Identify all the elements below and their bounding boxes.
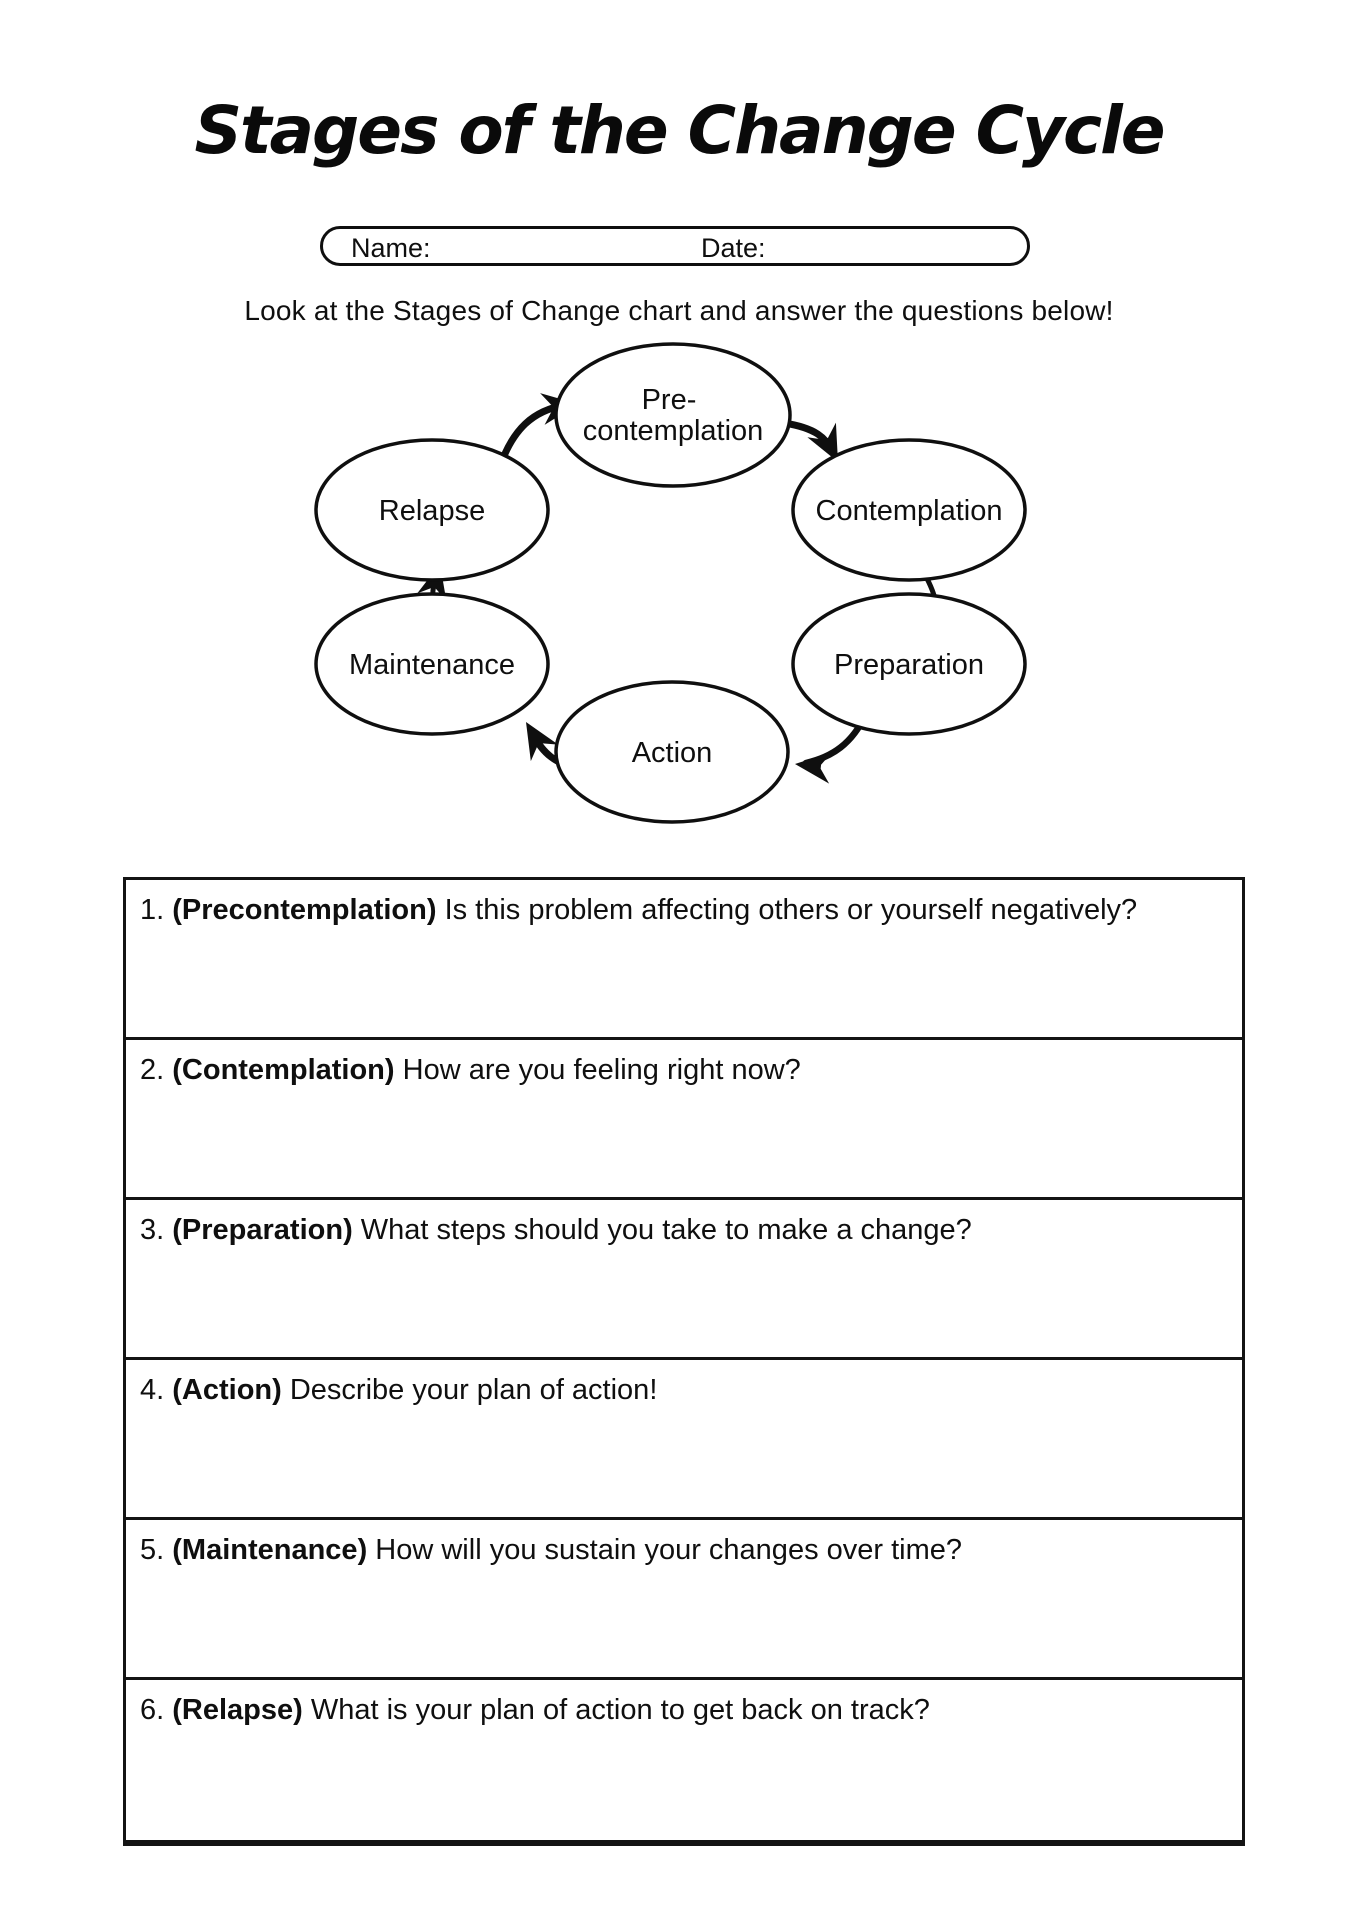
question-number: 2. — [140, 1054, 165, 1086]
question-text: How are you feeling right now? — [402, 1054, 801, 1086]
question-stage: (Contemplation) — [172, 1054, 395, 1086]
question-stage: (Precontemplation) — [172, 894, 437, 926]
question-text: What steps should you take to make a cha… — [360, 1214, 972, 1246]
stage-label-relapse: Relapse — [379, 495, 485, 527]
stage-label-maintenance: Maintenance — [349, 649, 515, 681]
question-text: How will you sustain your changes over t… — [375, 1534, 963, 1566]
date-label: Date: — [701, 233, 766, 263]
question-row-5: 5. (Maintenance) How will you sustain yo… — [126, 1520, 1242, 1680]
question-text: Describe your plan of action! — [289, 1374, 658, 1406]
question-text: What is your plan of action to get back … — [310, 1694, 930, 1726]
stage-ellipse-relapse — [314, 438, 550, 582]
stage-contemplation: Contemplation — [791, 438, 1027, 582]
question-row-3: 3. (Preparation) What steps should you t… — [126, 1200, 1242, 1360]
stage-ellipse-action — [554, 680, 790, 824]
stage-label-action: Action — [632, 737, 713, 769]
question-number: 4. — [140, 1374, 165, 1406]
stage-ellipse-preparation — [791, 592, 1027, 736]
question-text: Is this problem affecting others or your… — [444, 894, 1138, 926]
stage-precontemplation: Pre- contemplation — [554, 342, 792, 488]
question-number: 6. — [140, 1694, 165, 1726]
questions-table: 1. (Precontemplation) Is this problem af… — [123, 877, 1245, 1846]
question-row-1: 1. (Precontemplation) Is this problem af… — [126, 880, 1242, 1040]
stage-preparation: Preparation — [791, 592, 1027, 736]
stage-action: Action — [554, 680, 790, 824]
question-row-6: 6. (Relapse) What is your plan of action… — [126, 1680, 1242, 1840]
name-date-box: Name: Date: — [320, 226, 1030, 266]
stage-label-preparation: Preparation — [834, 649, 984, 681]
arrow-precontemplation-to-contemplation — [780, 419, 838, 462]
instruction-text: Look at the Stages of Change chart and a… — [244, 295, 1114, 326]
stage-label-contemplation: Contemplation — [816, 495, 1003, 527]
question-stage: (Preparation) — [172, 1214, 353, 1246]
stage-ellipse-maintenance — [314, 592, 550, 736]
question-row-4: 4. (Action) Describe your plan of action… — [126, 1360, 1242, 1520]
question-stage: (Maintenance) — [172, 1534, 368, 1566]
question-stage: (Relapse) — [172, 1694, 303, 1726]
stage-relapse: Relapse — [314, 438, 550, 582]
question-stage: (Action) — [172, 1374, 282, 1406]
stage-maintenance: Maintenance — [314, 592, 550, 736]
question-number: 3. — [140, 1214, 165, 1246]
stage-ellipse-contemplation — [791, 438, 1027, 582]
stages-of-change-diagram: Pre- contemplation Contemplation Prepara… — [314, 342, 1027, 824]
name-label: Name: — [351, 233, 431, 263]
question-row-2: 2. (Contemplation) How are you feeling r… — [126, 1040, 1242, 1200]
stage-ellipse-precontemplation — [554, 342, 792, 488]
page-title: Stages of the Change Cycle — [194, 92, 1165, 169]
question-number: 5. — [140, 1534, 165, 1566]
stage-label-precontemplation: Pre- contemplation — [583, 384, 764, 447]
question-number: 1. — [140, 894, 165, 926]
